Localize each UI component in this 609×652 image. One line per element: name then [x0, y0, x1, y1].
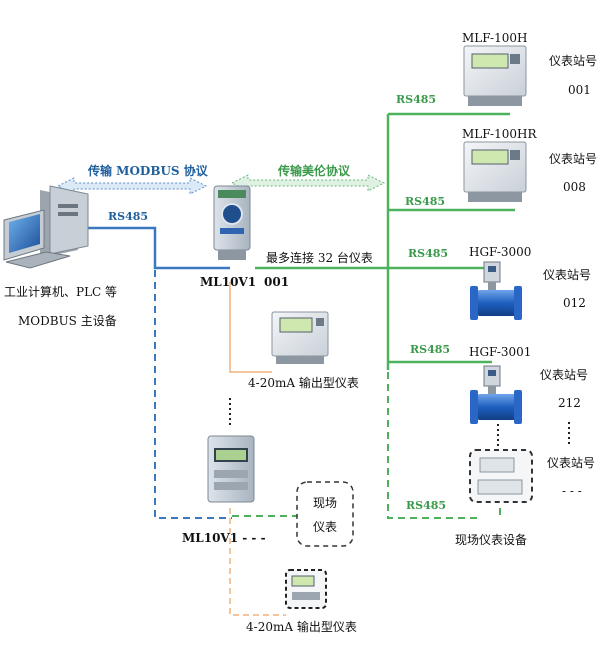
rs485-label-4: RS485 — [410, 343, 451, 356]
device-model: HGF-3001 — [469, 345, 532, 359]
station-number: 212 — [558, 396, 581, 410]
station-label: 仪表站号 — [549, 152, 598, 166]
master-label-line2: MODBUS 主设备 — [18, 314, 117, 328]
station-label: 仪表站号 — [543, 268, 592, 282]
protocol-converter-icon — [207, 435, 255, 503]
rs485-label-2: RS485 — [405, 195, 446, 208]
device-model: MLF-100H — [462, 31, 528, 45]
flow-meter-icon — [470, 261, 522, 320]
analog-lines — [229, 282, 272, 373]
panel-meter-icon — [463, 141, 527, 202]
station-label: 仪表站号 — [549, 54, 598, 68]
small-meter-box — [285, 569, 327, 609]
field-device-box — [469, 449, 533, 503]
meilun-protocol-arrow — [230, 174, 386, 192]
field-meter-line2: 仪表 — [313, 520, 338, 534]
rs485-label-3: RS485 — [408, 247, 449, 260]
converter-station: 001 — [264, 275, 290, 289]
meilun-bus-dashed — [232, 372, 501, 519]
master-label-line1: 工业计算机、PLC 等 — [4, 285, 118, 299]
output-meter-label: 4-20mA 输出型仪表 — [248, 376, 359, 390]
protocol-converter-icon — [213, 185, 251, 260]
field-devices-label: 现场仪表设备 — [455, 533, 528, 547]
converter-second-label: ML10V1 - - - — [182, 531, 266, 545]
meilun-protocol-label: 传输美伦协议 — [278, 164, 351, 178]
modbus-protocol-arrow — [56, 177, 208, 195]
modbus-bus — [88, 226, 230, 270]
modbus-protocol-label: 传输 MODBUS 协议 — [88, 164, 208, 178]
continuation-dots — [229, 398, 570, 448]
station-ellipsis: - - - — [562, 484, 582, 498]
analog-lines-dashed — [229, 508, 286, 616]
panel-meter-icon — [271, 311, 329, 364]
flow-meter-icon — [470, 365, 522, 424]
field-meter-line1: 现场 — [313, 496, 338, 510]
output-meter-label-bottom: 4-20mA 输出型仪表 — [246, 620, 357, 634]
rs485-label-5: RS485 — [406, 499, 447, 512]
panel-meter-icon — [463, 45, 527, 106]
device-model: HGF-3000 — [469, 245, 532, 259]
rs485-label-1: RS485 — [396, 93, 437, 106]
station-label: 仪表站号 — [547, 456, 596, 470]
industrial-computer-icon — [3, 185, 89, 269]
field-meter-box — [296, 481, 354, 547]
meilun-bus — [255, 112, 515, 370]
station-number: 001 — [568, 83, 591, 97]
device-model: MLF-100HR — [462, 127, 537, 141]
station-number: 008 — [563, 180, 586, 194]
converter-name: ML10V1 — [200, 275, 257, 289]
rs485-label-master: RS485 — [108, 210, 149, 223]
max-connect-label: 最多连接 32 台仪表 — [266, 251, 373, 265]
station-label: 仪表站号 — [540, 368, 589, 382]
station-number: 012 — [563, 296, 586, 310]
